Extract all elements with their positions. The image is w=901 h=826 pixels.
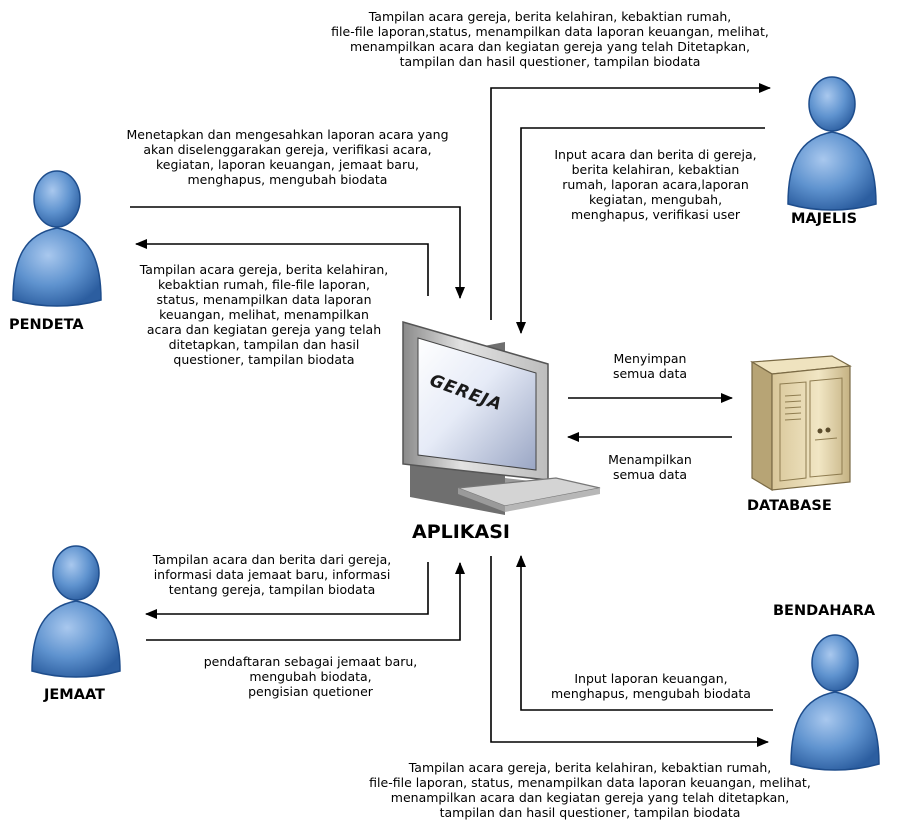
arrow-to-majelis xyxy=(490,83,771,320)
flow-text-from-pendeta: Menetapkan dan mengesahkan laporan acara… xyxy=(126,127,449,187)
arrow-to-bendahara xyxy=(490,556,769,747)
label-jemaat: JEMAAT xyxy=(44,687,105,703)
flow-text-to-bendahara: Tampilan acara gereja, berita kelahiran,… xyxy=(369,760,811,820)
arrow-from-majelis xyxy=(516,127,765,334)
monitor-icon xyxy=(402,321,601,515)
server-icon xyxy=(750,355,852,492)
flow-text-from-majelis: Input acara dan berita di gereja,berita … xyxy=(554,147,757,222)
label-aplikasi: APLIKASI xyxy=(412,521,510,543)
flow-text-from-jemaat: pendaftaran sebagai jemaat baru,mengubah… xyxy=(203,654,418,699)
flow-text-to-jemaat: Tampilan acara dan berita dari gereja,in… xyxy=(152,552,392,597)
arrow-from-jemaat xyxy=(146,562,465,641)
person-icon-pendeta xyxy=(12,170,102,307)
arrow-to-pendeta xyxy=(135,239,429,296)
arrow-to-jemaat xyxy=(145,562,429,619)
label-database: DATABASE xyxy=(747,498,832,514)
arrow-from-pendeta xyxy=(130,206,465,299)
flow-text-to-majelis: Tampilan acara gereja, berita kelahiran,… xyxy=(331,9,769,69)
flow-text-from-bendahara: Input laporan keuangan,menghapus, mengub… xyxy=(551,671,751,701)
flow-text-to-pendeta: Tampilan acara gereja, berita kelahiran,… xyxy=(139,262,389,367)
arrow-from-bendahara xyxy=(516,555,773,711)
person-icon-jemaat xyxy=(31,545,121,678)
label-pendeta: PENDETA xyxy=(9,317,84,333)
label-majelis: MAJELIS xyxy=(791,211,858,227)
person-icon-majelis xyxy=(787,76,877,211)
person-icon-bendahara xyxy=(790,634,880,771)
label-bendahara: BENDAHARA xyxy=(773,603,876,619)
